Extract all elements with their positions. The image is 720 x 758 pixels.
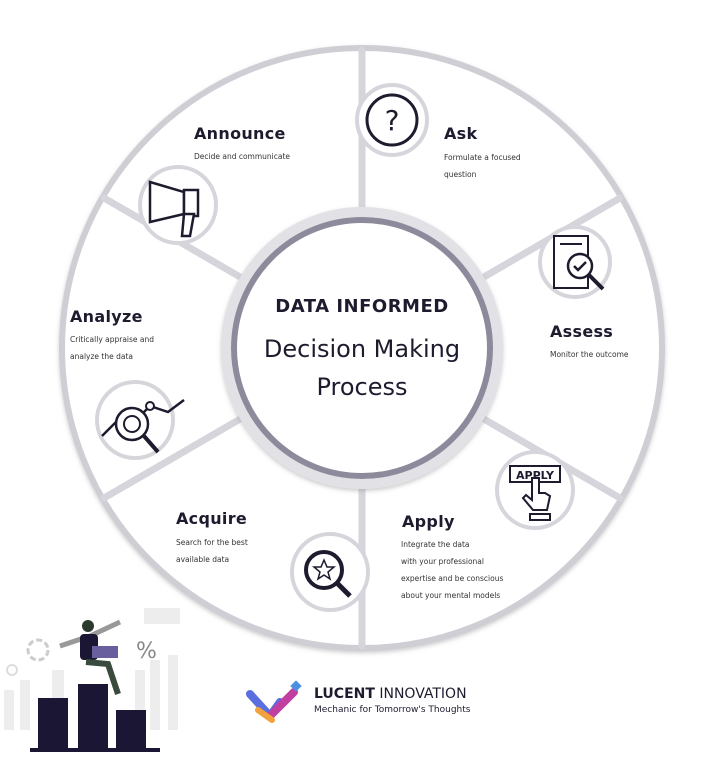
assess-description: Monitor the outcome — [550, 350, 629, 359]
analyst-illustration: % — [4, 608, 180, 752]
announce-title: Announce — [194, 124, 286, 143]
announce-description: Decide and communicate — [194, 152, 291, 161]
document-check-icon — [553, 235, 605, 291]
svg-text:?: ? — [385, 104, 400, 137]
percent-glyph: % — [136, 639, 157, 664]
center-title: DATA INFORMED — [275, 296, 449, 317]
question-icon: ? — [365, 93, 419, 147]
center-line-1: Decision Making — [263, 335, 461, 363]
analytics-icon — [101, 399, 185, 454]
apply-title: Apply — [402, 512, 455, 531]
acquire-title: Acquire — [176, 509, 248, 528]
inner-ring — [231, 217, 493, 479]
assess-title: Assess — [550, 322, 614, 341]
lucent-logo-icon — [246, 680, 302, 723]
megaphone-icon — [148, 180, 200, 238]
ask-title: Ask — [444, 124, 478, 143]
brand-tagline: Mechanic for Tomorrow's Thoughts — [314, 705, 471, 715]
brand-name: LUCENT INNOVATION — [314, 686, 467, 702]
search-star-icon — [304, 550, 352, 598]
analyze-title: Analyze — [70, 307, 143, 326]
center-line-2: Process — [316, 373, 408, 401]
svg-text:APPLY: APPLY — [516, 469, 555, 482]
apply-button-icon: APPLY — [509, 465, 561, 521]
